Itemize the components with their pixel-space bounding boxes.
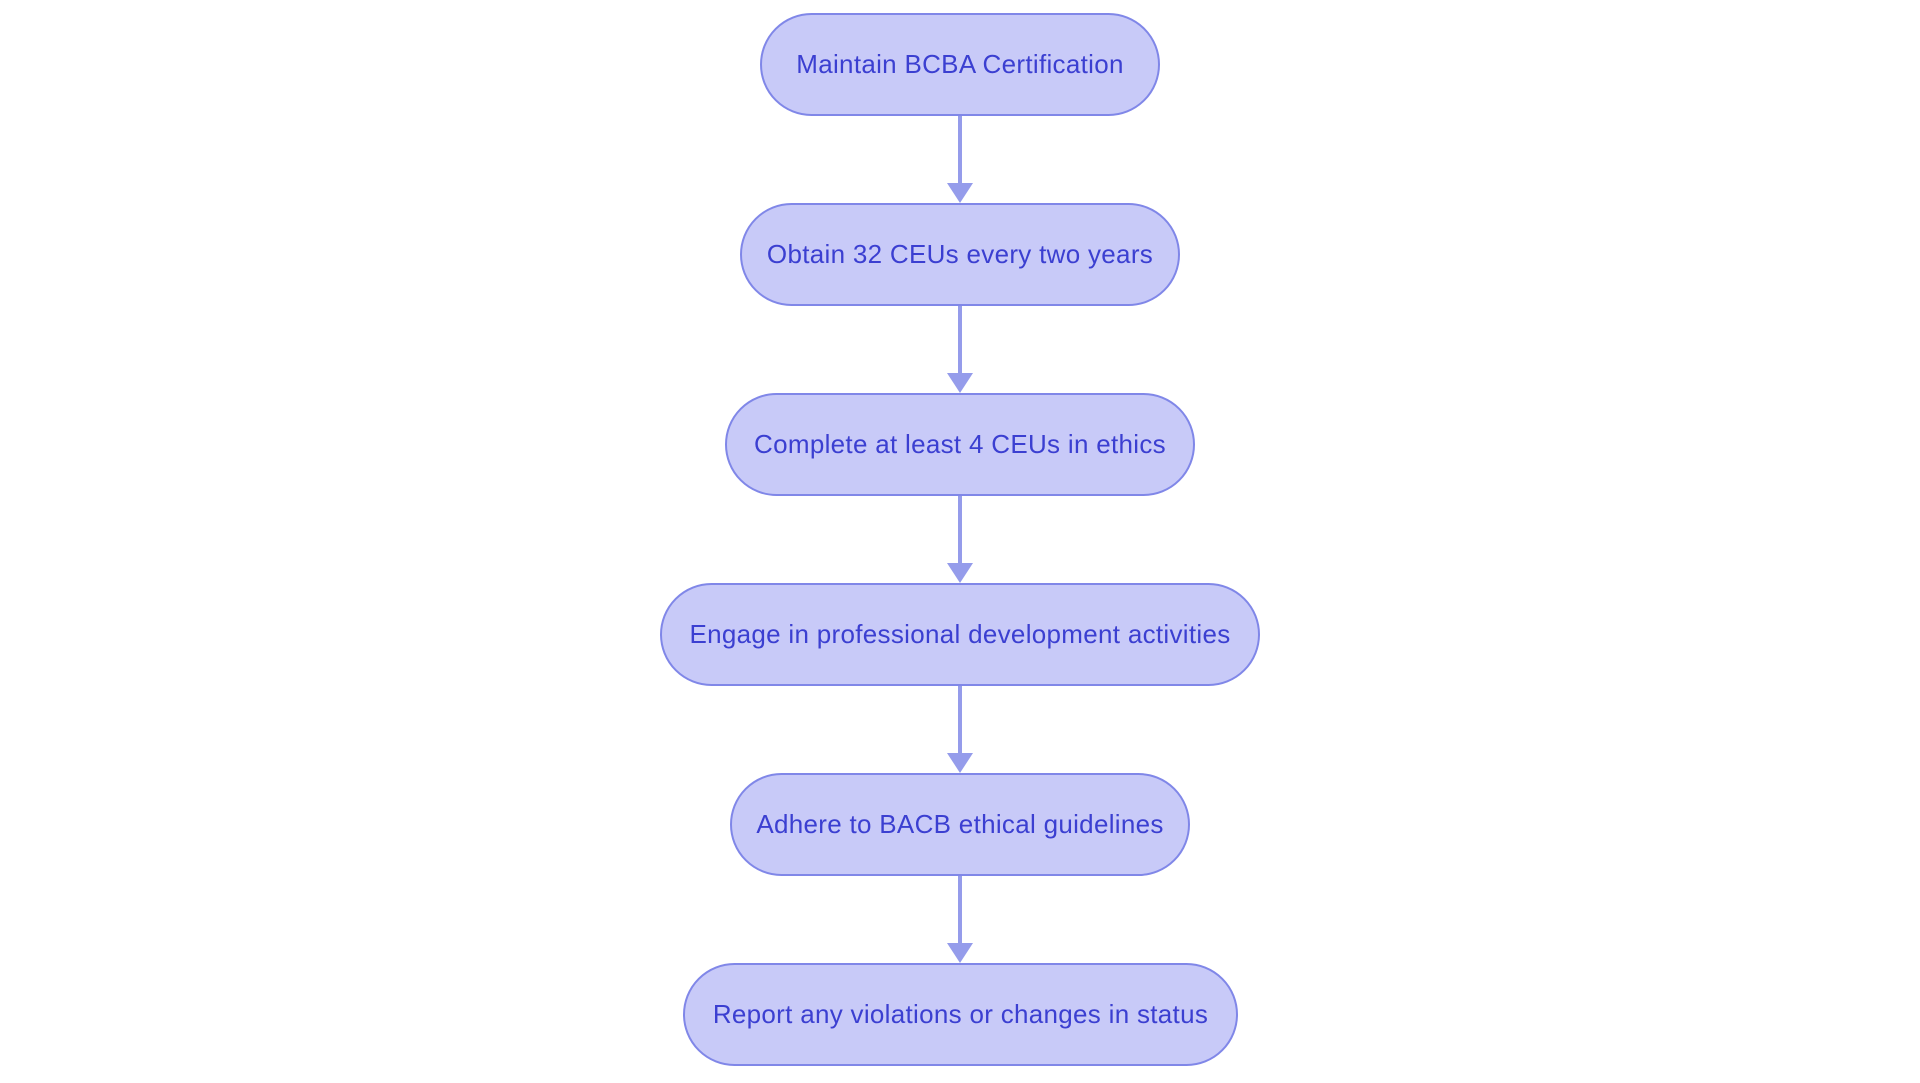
down-arrow-icon [946, 116, 974, 203]
down-arrow-icon [946, 876, 974, 963]
down-arrow-icon [946, 686, 974, 773]
down-arrow-icon [946, 496, 974, 583]
flow-node-maintain-bcba-certification: Maintain BCBA Certification [760, 13, 1160, 116]
down-arrow-icon [946, 306, 974, 393]
flow-node-complete-ethics-ceus: Complete at least 4 CEUs in ethics [725, 393, 1195, 496]
flow-node-professional-development: Engage in professional development activ… [660, 583, 1260, 686]
flow-node-report-violations: Report any violations or changes in stat… [683, 963, 1238, 1066]
flow-node-obtain-32-ceus: Obtain 32 CEUs every two years [740, 203, 1180, 306]
flow-node-adhere-bacb-guidelines: Adhere to BACB ethical guidelines [730, 773, 1190, 876]
